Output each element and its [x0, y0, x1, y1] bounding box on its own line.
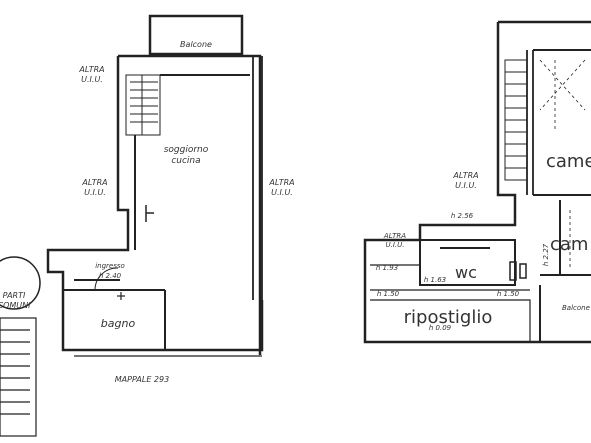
left-ingresso-door — [94, 267, 119, 291]
right-h227-label: h 2.27 — [542, 243, 550, 266]
right-wc-label: wc — [455, 263, 477, 282]
right-altra-small-line1: ALTRA — [383, 232, 406, 240]
left-altra-mid-line1: ALTRA — [81, 178, 107, 187]
left-altra-top-line1: ALTRA — [78, 65, 104, 74]
right-slope-dashes — [539, 59, 586, 270]
left-altra-right-line2: U.I.U. — [271, 188, 293, 197]
right-plan — [363, 20, 591, 344]
left-bagno-label: bagno — [101, 317, 136, 330]
left-bathroom-walls — [63, 279, 166, 350]
right-wc-walls — [419, 239, 516, 286]
right-camera-mid-label: cam — [550, 234, 588, 255]
right-bedroom-walls — [533, 49, 591, 276]
left-mappale-label: MAPPALE 293 — [115, 375, 169, 384]
right-h150-left-label: h 1.50 — [377, 290, 400, 298]
left-outer-wall — [46, 54, 264, 355]
right-outer-wall — [363, 20, 591, 344]
right-stairs — [504, 59, 528, 181]
left-soggiorno-line1: soggiorno — [164, 145, 209, 155]
left-plan — [0, 14, 264, 437]
right-h163-label: h 1.63 — [424, 276, 446, 284]
right-plan-labels: ALTRA U.I.U. ALTRA U.I.U. h 2.56 h 1.93 … — [376, 151, 591, 332]
left-right-wall — [252, 56, 263, 300]
left-common-circle — [0, 256, 41, 310]
left-parti-line2: COMUNI — [0, 301, 31, 310]
left-altra-top-line2: U.I.U. — [81, 75, 103, 84]
right-altra-main-line2: U.I.U. — [455, 181, 477, 190]
right-altra-main-line1: ALTRA — [452, 171, 478, 180]
left-ingresso-line1: ingresso — [95, 262, 125, 270]
left-altra-mid-line2: U.I.U. — [84, 188, 106, 197]
left-altra-right-line1: ALTRA — [268, 178, 294, 187]
right-altra-small-line2: U.I.U. — [386, 241, 405, 249]
right-h009-label: h 0.09 — [429, 324, 452, 332]
left-kitchen-partition — [134, 74, 250, 250]
right-h193-label: h 1.93 — [376, 264, 398, 272]
left-parti-line1: PARTI — [3, 291, 26, 300]
left-ingresso-line2: h 2.40 — [99, 272, 122, 280]
left-bottom-stairs — [0, 317, 37, 437]
left-top-stairs — [125, 74, 161, 136]
left-balcony-outline — [148, 14, 244, 56]
left-plan-labels: Balcone ALTRA U.I.U. ALTRA U.I.U. ALTRA … — [0, 40, 295, 384]
right-ripostiglio-label: ripostiglio — [404, 307, 493, 328]
left-balcone-label: Balcone — [180, 40, 212, 49]
right-vertical-wall — [526, 50, 534, 195]
right-camera-top-label: came — [546, 151, 591, 172]
left-soggiorno-line2: cucina — [171, 156, 200, 166]
right-balcone-label: Balcone — [562, 304, 590, 312]
right-h256-label: h 2.56 — [451, 212, 474, 220]
right-ripostiglio-walls — [370, 264, 531, 342]
right-h150-right-label: h 1.50 — [497, 290, 520, 298]
